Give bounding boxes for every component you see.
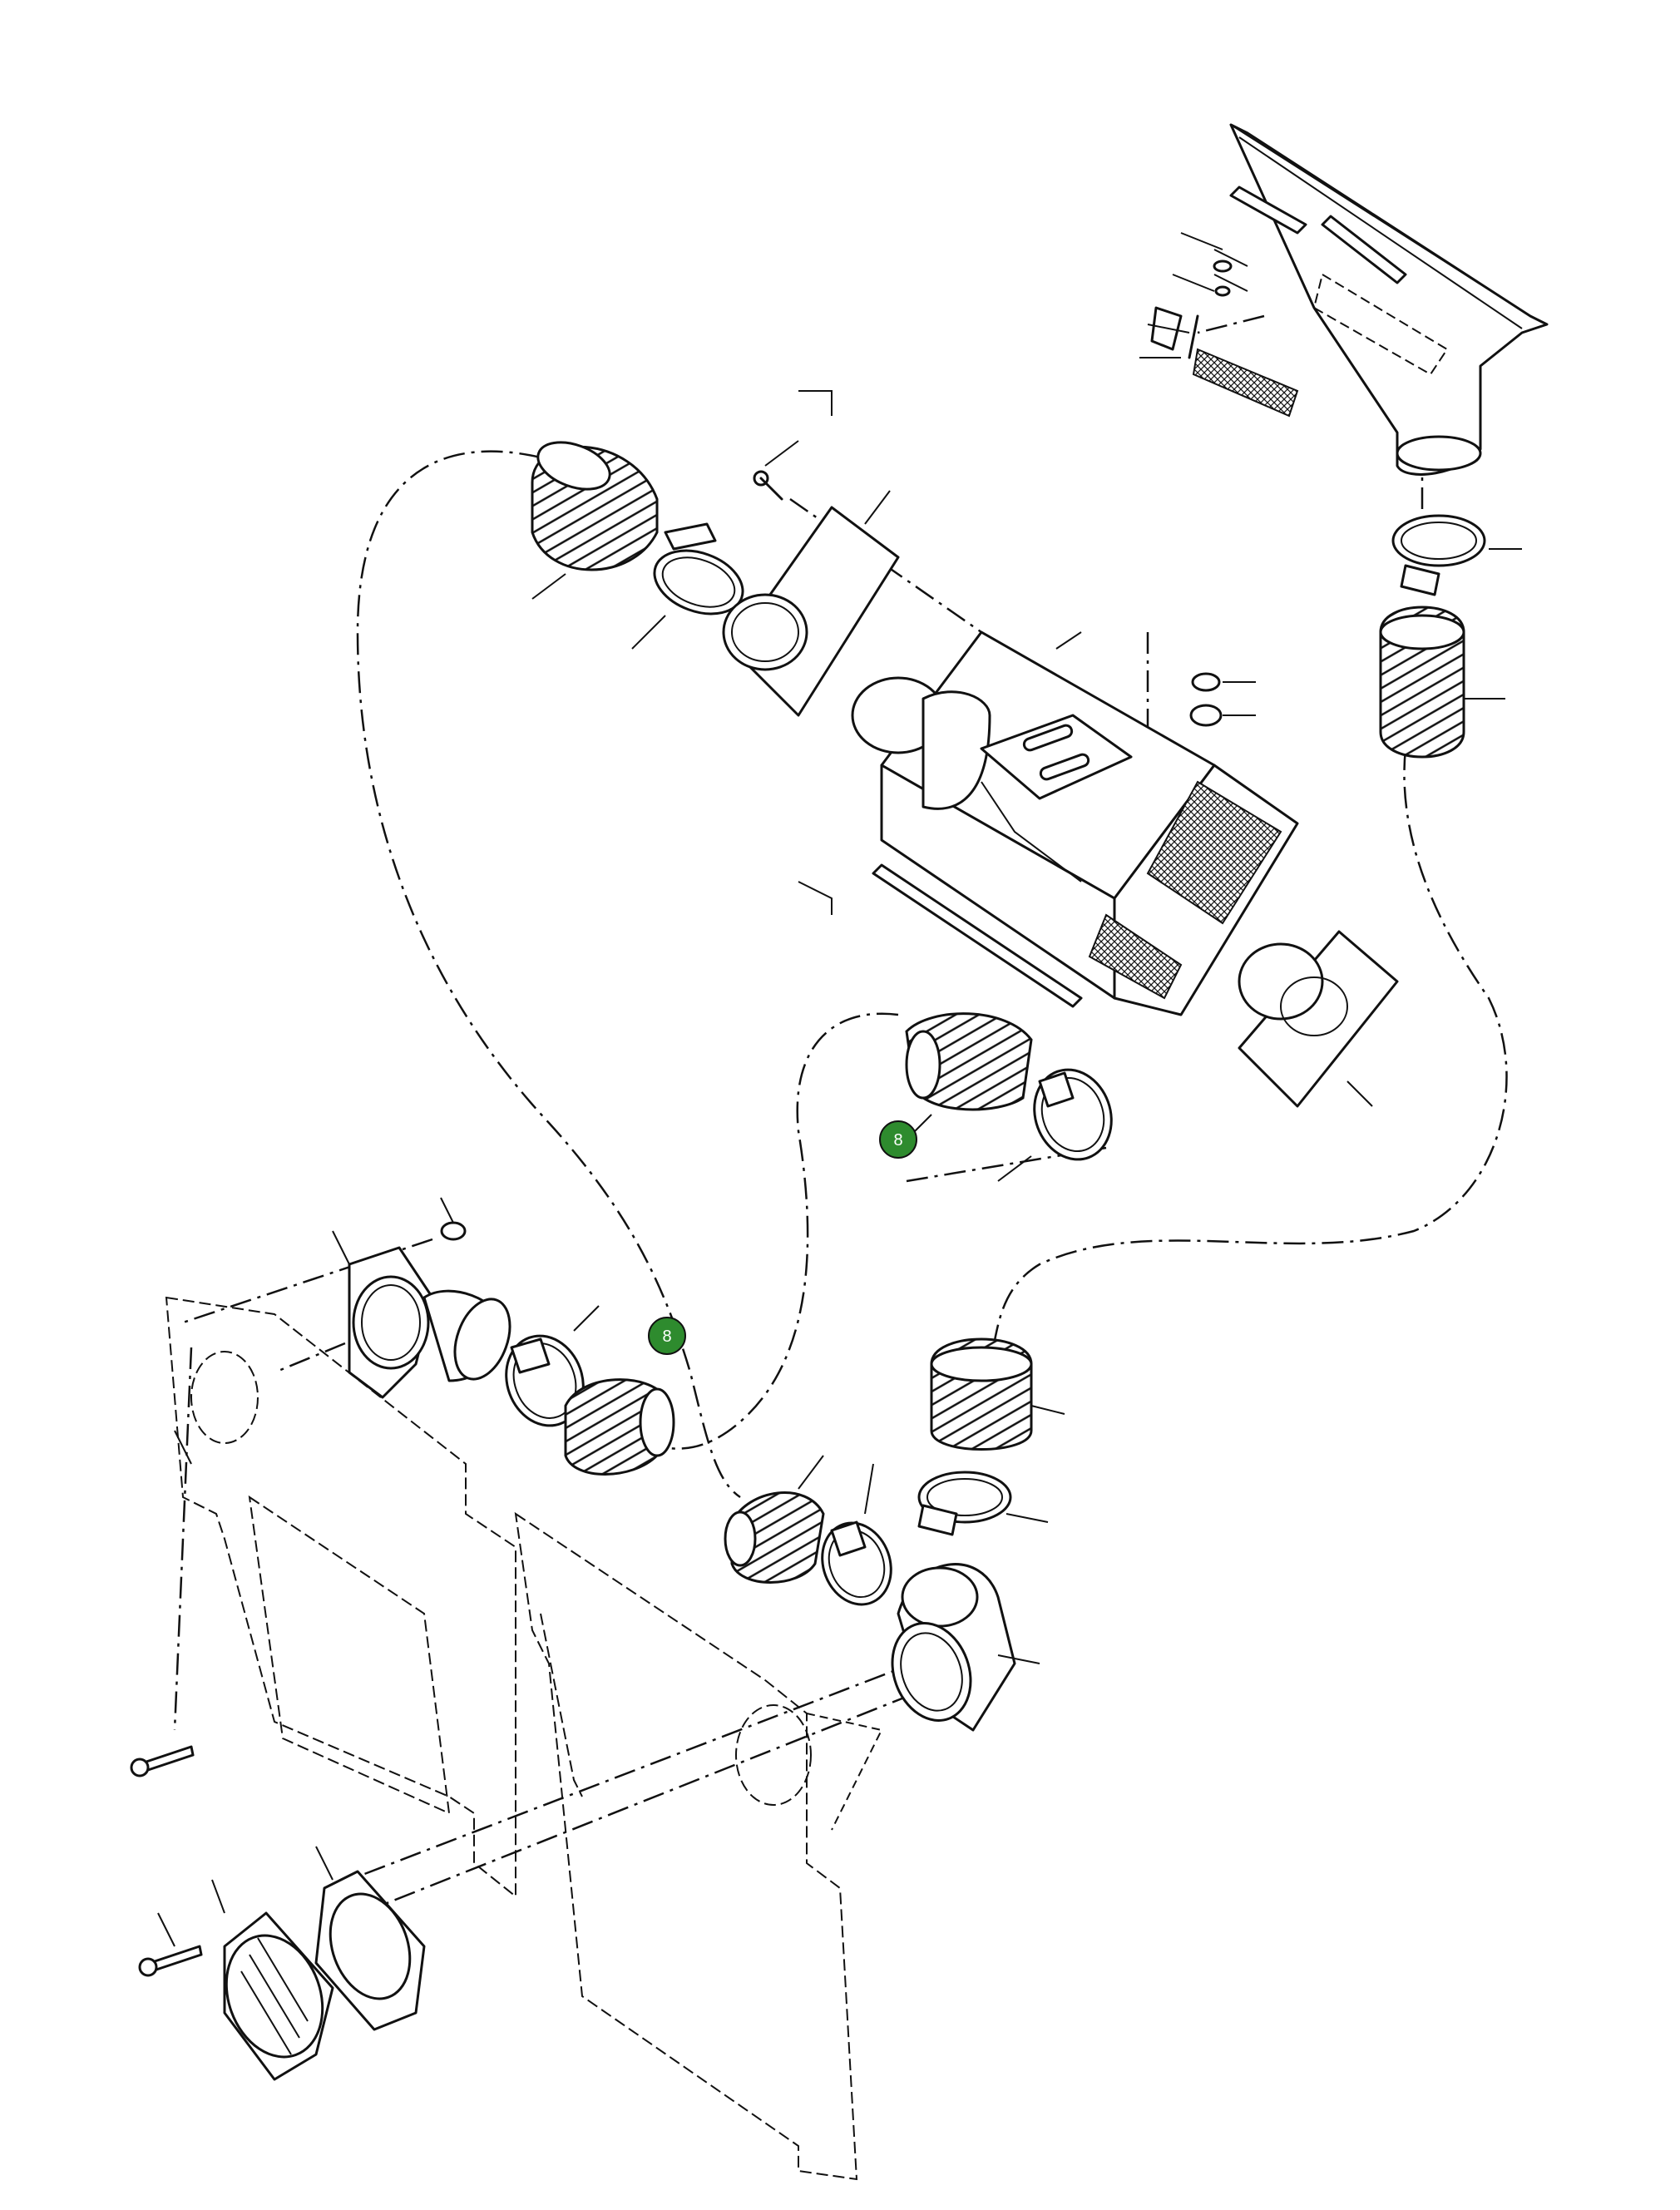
right-clamp-top	[1391, 514, 1522, 596]
screw-left-upper	[130, 1745, 195, 1777]
callout-upper[interactable]: 8	[879, 1120, 917, 1159]
callout-lower-label: 8	[662, 1327, 671, 1346]
callout-lower[interactable]: 8	[648, 1317, 686, 1355]
callout-upper-label: 8	[893, 1131, 902, 1149]
upper-flange-plate	[722, 390, 900, 915]
vent-gasket	[314, 1846, 426, 2031]
vent-grille	[211, 1879, 334, 2081]
screw-left-lower	[138, 1912, 203, 1977]
lower-middle-clamp	[821, 1463, 892, 1606]
heater-box	[851, 630, 1299, 1016]
back-panel-left	[165, 1296, 516, 1899]
callout-upper-circle[interactable]	[879, 1120, 917, 1159]
callout-lower-circle[interactable]	[648, 1317, 686, 1355]
small-hardware-top-right	[1139, 232, 1248, 358]
middle-hose	[905, 1012, 1033, 1140]
lower-left-clamp	[505, 1305, 600, 1427]
lower-right-hose	[930, 1337, 1065, 1451]
right-outlet-flange	[1238, 930, 1399, 1108]
lower-right-elbow	[891, 1563, 1040, 1732]
upper-hose-left	[531, 441, 659, 600]
right-hose-top	[1379, 606, 1505, 759]
upper-clamp-left	[631, 522, 744, 650]
back-panel-right	[514, 1511, 883, 2181]
lower-left-hose	[564, 1378, 675, 1476]
lower-right-clamp	[917, 1471, 1049, 1536]
box-nuts	[1189, 672, 1256, 727]
middle-clamp	[997, 1068, 1113, 1182]
funnel-deflector	[1150, 123, 1549, 476]
lower-left-elbow	[332, 1197, 511, 1399]
gasket-strip	[872, 863, 1083, 1008]
lower-middle-hose	[724, 1455, 825, 1584]
